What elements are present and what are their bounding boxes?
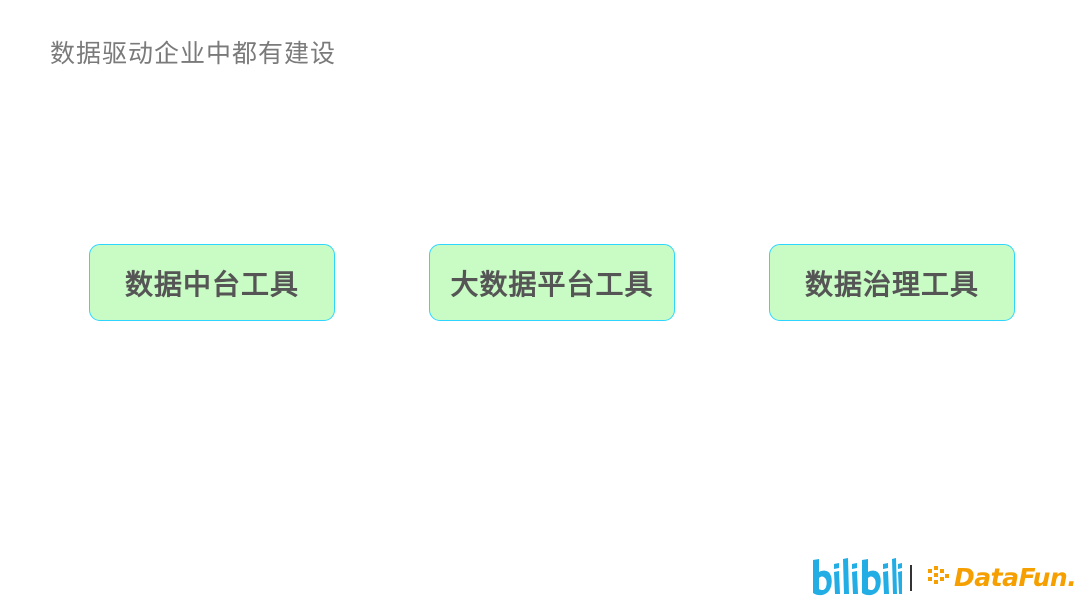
datafun-wordmark: DataFun. <box>954 562 1077 592</box>
tool-box-data-governance: 数据治理工具 <box>769 244 1015 321</box>
tool-box-data-middle-platform: 数据中台工具 <box>89 244 335 321</box>
bilibili-logo <box>813 558 902 596</box>
slide-title: 数据驱动企业中都有建设 <box>50 39 337 68</box>
footer-logos: DataFun. <box>810 556 1077 600</box>
tool-box-big-data-platform: 大数据平台工具 <box>429 244 675 321</box>
datafun-dots-icon <box>928 566 949 584</box>
datafun-logo: DataFun. <box>928 560 1077 594</box>
logo-divider <box>910 565 912 591</box>
